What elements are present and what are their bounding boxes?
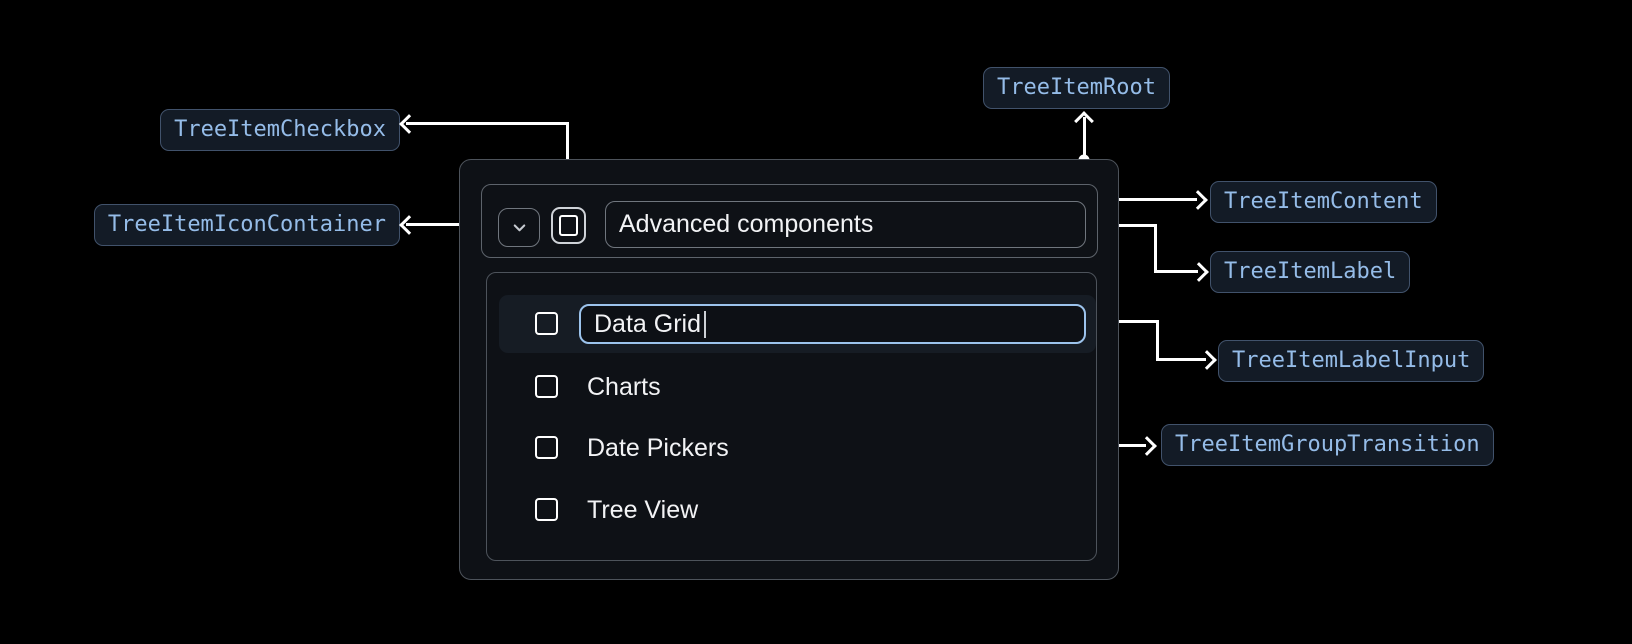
connector-line xyxy=(1083,117,1086,161)
tree-row-editing[interactable]: Data Grid xyxy=(499,295,1096,353)
connector-line xyxy=(406,223,494,226)
tree-item-checkbox[interactable] xyxy=(535,436,558,459)
tree-row[interactable]: Tree View xyxy=(499,481,1096,539)
tree-item-checkbox[interactable] xyxy=(535,498,558,521)
tree-item-label[interactable]: Advanced components xyxy=(605,201,1086,248)
tree-row[interactable]: Charts xyxy=(499,358,1096,416)
tree-item-label: Charts xyxy=(587,373,661,401)
arrow-right-icon xyxy=(1137,436,1157,456)
connector-line xyxy=(1084,320,1159,323)
tree-item-label: Date Pickers xyxy=(587,434,729,462)
arrow-left-icon xyxy=(399,114,419,134)
badge-tree-item-checkbox: TreeItemCheckbox xyxy=(160,109,400,151)
connector-line xyxy=(1156,358,1206,361)
arrow-right-icon xyxy=(1189,262,1209,282)
badge-tree-item-root: TreeItemRoot xyxy=(983,67,1170,109)
expand-collapse-button[interactable] xyxy=(498,208,540,247)
tree-item-root: Advanced components Data Grid Charts Dat… xyxy=(459,159,1119,580)
tree-item-label: Tree View xyxy=(587,496,699,524)
connector-line xyxy=(1154,224,1157,273)
arrow-up-icon xyxy=(1074,111,1094,131)
tree-item-checkbox[interactable] xyxy=(551,207,586,244)
tree-item-label-input[interactable]: Data Grid xyxy=(579,304,1086,344)
text-caret xyxy=(703,310,706,338)
badge-tree-item-icon-container: TreeItemIconContainer xyxy=(93,204,400,246)
connector-line xyxy=(1096,444,1146,447)
label-input-value: Data Grid xyxy=(594,310,701,338)
badge-tree-item-group-transition: TreeItemGroupTransition xyxy=(1161,424,1494,466)
checkbox-unchecked-icon xyxy=(559,215,578,236)
badge-tree-item-content: TreeItemContent xyxy=(1210,181,1437,223)
tree-item-group-transition: Data Grid Charts Date Pickers Tree View xyxy=(486,272,1097,561)
arrow-right-icon xyxy=(1197,350,1217,370)
connector-line xyxy=(1097,198,1197,201)
tree-row[interactable]: Date Pickers xyxy=(499,419,1096,477)
arrow-right-icon xyxy=(1188,190,1208,210)
tree-item-checkbox[interactable] xyxy=(535,312,558,335)
tree-item-checkbox[interactable] xyxy=(535,375,558,398)
arrow-left-icon xyxy=(399,215,419,235)
badge-tree-item-label-input: TreeItemLabelInput xyxy=(1218,340,1485,382)
badge-tree-item-label: TreeItemLabel xyxy=(1210,251,1411,293)
connector-line xyxy=(1084,224,1157,227)
chevron-down-icon xyxy=(513,224,525,232)
connector-line xyxy=(1156,320,1159,361)
tree-item-content[interactable]: Advanced components xyxy=(481,184,1098,258)
connector-line xyxy=(1154,270,1198,273)
connector-line xyxy=(406,122,569,125)
